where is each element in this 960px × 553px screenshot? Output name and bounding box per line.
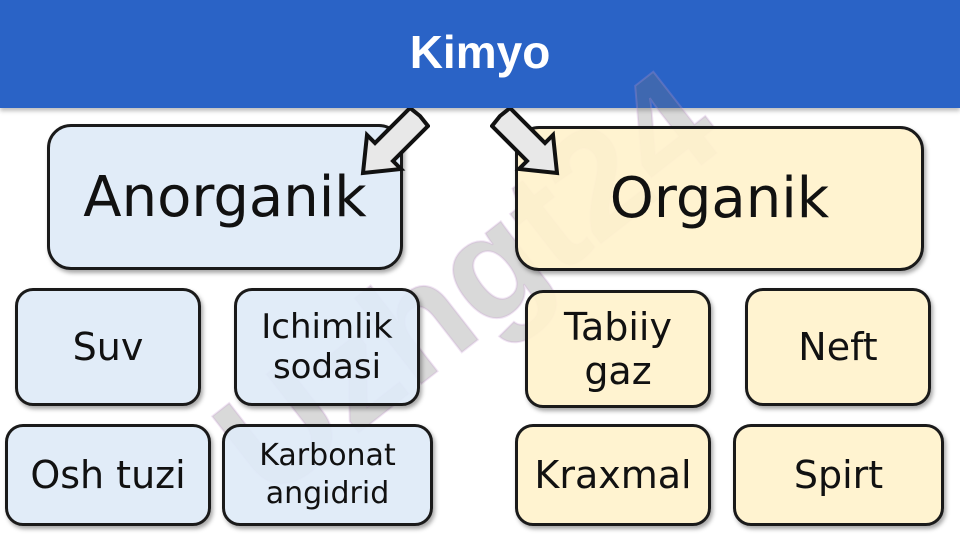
category-organik: Organik <box>515 126 924 271</box>
item-neft: Neft <box>745 288 931 406</box>
item-tabiiy-gaz: Tabiiy gaz <box>525 290 711 408</box>
page-title: Kimyo <box>409 26 551 78</box>
item-suv: Suv <box>15 288 201 406</box>
arrow-to-anorganik-icon <box>360 108 430 176</box>
item-kraxmal: Kraxmal <box>515 424 711 526</box>
item-spirt: Spirt <box>733 424 944 526</box>
item-ichimlik-sodasi: Ichimlik sodasi <box>234 288 420 406</box>
title-bar: Kimyo <box>0 0 960 108</box>
category-organik-label: Organik <box>609 166 830 231</box>
category-anorganik-label: Anorganik <box>83 164 367 230</box>
arrow-to-organik-icon <box>490 108 560 176</box>
item-karbonat-angidrid: Karbonat angidrid <box>222 424 433 526</box>
item-osh-tuzi: Osh tuzi <box>5 424 211 526</box>
category-anorganik: Anorganik <box>47 124 403 270</box>
